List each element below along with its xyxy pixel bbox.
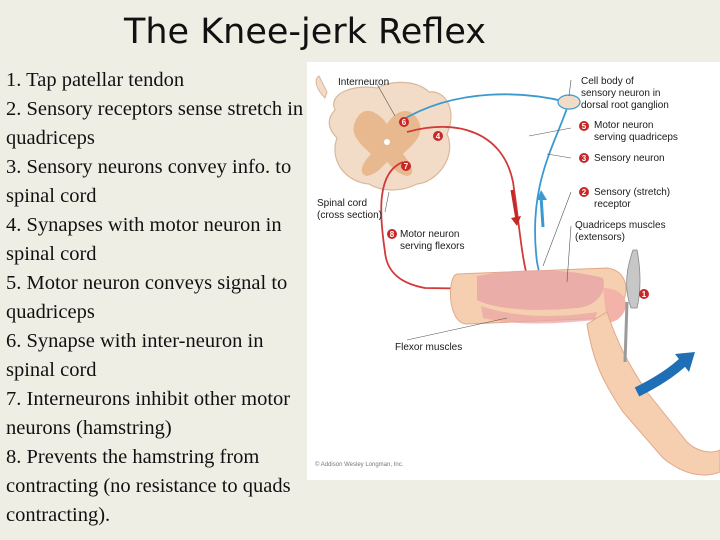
svg-text:6: 6	[402, 118, 407, 127]
label-motor-flexors-line1: Motor neuron	[400, 229, 459, 240]
label-spinal-cord-line2: (cross section)	[317, 210, 382, 221]
svg-text:7: 7	[404, 162, 409, 171]
leader-lines	[376, 79, 572, 341]
motor-direction-arrowhead	[511, 216, 521, 226]
label-motor-quads-line2: serving quadriceps	[594, 132, 678, 143]
step-item: 1. Tap patellar tendon	[6, 69, 185, 91]
kick-motion-arrowhead	[675, 352, 695, 372]
label-cell-body-line2: sensory neuron in	[581, 88, 661, 99]
label-interneuron: Interneuron	[338, 77, 389, 88]
step-item: 6. Synapse with inter-neuron in spinal c…	[6, 330, 264, 381]
svg-text:4: 4	[436, 132, 441, 141]
step-marker-8: 8	[387, 229, 397, 239]
step-item: 7. Interneurons inhibit other motor neur…	[6, 388, 291, 439]
reflex-hammer	[623, 249, 641, 363]
step-marker-2: 2	[579, 187, 589, 197]
sensory-direction-arrowhead	[537, 190, 547, 200]
kick-motion-arrow	[634, 356, 689, 397]
label-spinal-cord-line1: Spinal cord	[317, 198, 367, 209]
slide-title: The Knee-jerk Reflex	[123, 12, 487, 52]
sensory-neuron-axon	[534, 101, 570, 273]
svg-text:5: 5	[582, 122, 587, 131]
label-sensory-neuron: Sensory neuron	[594, 153, 665, 164]
reflex-diagram: 6 4 7 5 3 2 8 1 Interneuron Cell body of…	[307, 62, 720, 480]
svg-text:3: 3	[582, 154, 587, 163]
reflex-diagram-svg: 6 4 7 5 3 2 8 1 Interneuron Cell body of…	[307, 62, 720, 480]
step-item: 8. Prevents the hamstring from contracti…	[6, 446, 291, 526]
step-marker-7: 7	[401, 161, 411, 171]
motor-direction-arrow	[510, 189, 519, 221]
label-cell-body-line3: dorsal root ganglion	[581, 100, 669, 111]
dorsal-root-ganglion	[557, 94, 581, 110]
step-list: 1. Tap patellar tendon 2. Sensory recept…	[6, 66, 306, 530]
svg-text:1: 1	[642, 290, 647, 299]
motor-neuron-quads-path	[406, 125, 528, 277]
sensory-neuron-path	[398, 93, 568, 123]
step-item: 4. Synapses with motor neuron in spinal …	[6, 214, 282, 265]
step-marker-5: 5	[579, 121, 589, 131]
label-cell-body-line1: Cell body of	[581, 76, 634, 87]
label-motor-flexors-line2: serving flexors	[400, 241, 464, 252]
svg-text:8: 8	[390, 230, 395, 239]
step-marker-4: 4	[433, 131, 443, 141]
step-marker-3: 3	[579, 153, 589, 163]
step-marker-6: 6	[399, 117, 409, 127]
label-quad-muscles-line1: Quadriceps muscles	[575, 220, 666, 231]
svg-text:2: 2	[582, 188, 587, 197]
copyright-notice: © Addison Wesley Longman, Inc.	[315, 461, 404, 468]
spinal-cord-cross-section	[315, 75, 452, 191]
label-flexor-muscles: Flexor muscles	[395, 342, 462, 353]
label-motor-quads-line1: Motor neuron	[594, 120, 653, 131]
step-marker-1: 1	[639, 289, 649, 299]
step-item: 5. Motor neuron conveys signal to quadri…	[6, 272, 288, 323]
sensory-direction-arrow	[539, 195, 545, 228]
step-item: 3. Sensory neurons convey info. to spina…	[6, 156, 292, 207]
label-quad-muscles-line2: (extensors)	[575, 232, 625, 243]
label-stretch-receptor-line1: Sensory (stretch)	[594, 187, 670, 198]
motor-neuron-flexors-path	[380, 161, 568, 291]
step-item: 2. Sensory receptors sense stretch in qu…	[6, 98, 304, 149]
label-stretch-receptor-line2: receptor	[594, 199, 631, 210]
leg-illustration	[449, 267, 720, 476]
